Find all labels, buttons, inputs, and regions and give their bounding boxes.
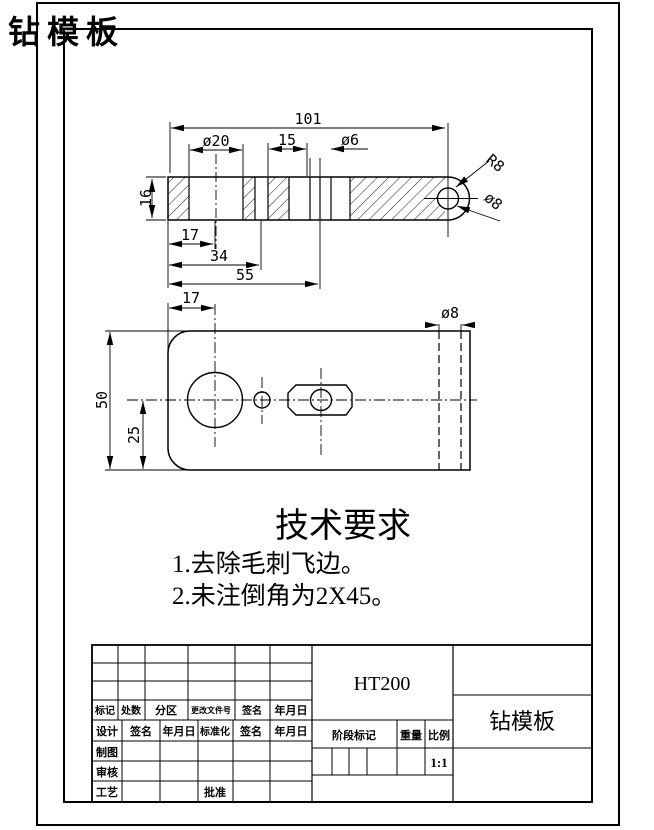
tb-label-signature-3: 签名 [239, 724, 262, 738]
dim-d8-section-label: ø8 [481, 188, 506, 213]
tb-label-approve: 批准 [204, 785, 226, 799]
tb-label-change-file-no: 更改文件号 [191, 705, 231, 715]
title-block-grid [91, 644, 593, 803]
plan-hidden-hole [438, 331, 462, 470]
border-frames [36, 2, 620, 826]
dim-17-section [167, 221, 216, 288]
tb-label-draft: 制图 [96, 745, 118, 759]
tb-label-process: 工艺 [96, 785, 118, 799]
section-outline [167, 176, 471, 221]
tb-label-standardize: 标准化 [199, 725, 230, 738]
outer-border [36, 2, 620, 826]
tb-label-design: 设计 [96, 724, 118, 738]
tb-label-zone: 分区 [155, 703, 177, 717]
dim-55 [169, 221, 321, 289]
tb-scale-value: 1:1 [430, 755, 447, 770]
dim-34-label: 34 [210, 247, 228, 265]
tb-label-date-2: 年月日 [163, 724, 196, 738]
tech-requirements: 技术要求 1.去除毛刺飞边。 2.未注倒角为2X45。 [172, 507, 411, 610]
plan-outline [167, 330, 471, 471]
dim-17-section-label: 17 [181, 226, 199, 244]
leader-d8 [456, 205, 501, 222]
dim-d20-label: ø20 [202, 132, 229, 150]
section-view [167, 123, 478, 249]
title-block: 标记 处数 分区 更改文件号 签名 年月日 设计 签名 年月日 标准化 签名 年… [91, 644, 593, 803]
dim-d8-plan [425, 321, 475, 332]
tech-requirement-item-1: 1.去除毛刺飞边。 [172, 550, 366, 578]
tb-label-review: 审核 [96, 765, 118, 779]
title-block-labels: 标记 处数 分区 更改文件号 签名 年月日 设计 签名 年月日 标准化 签名 年… [94, 673, 555, 799]
tb-label-count: 处数 [120, 704, 142, 717]
tb-label-date-1: 年月日 [275, 703, 308, 717]
dim-34 [169, 221, 262, 270]
tb-part-name: 钻模板 [489, 709, 555, 734]
plan-view [127, 304, 477, 471]
dim-16 [146, 176, 166, 221]
tb-label-signature-2: 签名 [129, 724, 152, 738]
dim-15-label: 15 [278, 131, 296, 149]
tb-label-scale: 比例 [428, 728, 450, 742]
sheet-title-red: 钻模板 [8, 14, 125, 50]
radius-r8-label: R8 [483, 150, 508, 175]
plan-slot [287, 384, 353, 416]
dim-50 [105, 330, 189, 471]
tb-label-weight: 重量 [400, 728, 422, 742]
dim-17-plan [167, 303, 214, 352]
tb-label-stage-mark: 阶段标记 [332, 728, 376, 742]
tb-material: HT200 [354, 673, 411, 695]
dim-d8-plan-label: ø8 [441, 304, 459, 322]
dim-101 [169, 122, 445, 173]
dim-d20 [188, 144, 244, 176]
dim-55-label: 55 [236, 266, 254, 284]
dim-d6-label: ø6 [341, 131, 359, 149]
plan-dimensions [105, 303, 475, 471]
section-hole-edges [188, 177, 351, 220]
dim-d6 [309, 145, 368, 176]
tech-requirements-title: 技术要求 [275, 507, 411, 545]
section-hatch [168, 177, 445, 220]
leader-r8 [455, 160, 490, 188]
section-dimensions [146, 122, 501, 289]
plan-centerlines [127, 304, 477, 456]
tech-requirement-item-2: 2.未注倒角为2X45。 [172, 582, 396, 610]
dim-17-plan-label: 17 [182, 289, 200, 307]
plan-dim-labels: 17 50 25 ø8 [93, 289, 459, 444]
dim-15 [267, 143, 308, 176]
tb-label-date-3: 年月日 [275, 724, 308, 738]
dim-16-label: 16 [137, 189, 155, 207]
dim-25-label: 25 [125, 426, 143, 444]
dim-50-label: 50 [93, 391, 111, 409]
tb-label-signature-1: 签名 [241, 704, 262, 717]
section-centerlines [215, 123, 478, 249]
tb-label-mark: 标记 [94, 704, 115, 717]
dim-101-label: 101 [294, 110, 321, 128]
